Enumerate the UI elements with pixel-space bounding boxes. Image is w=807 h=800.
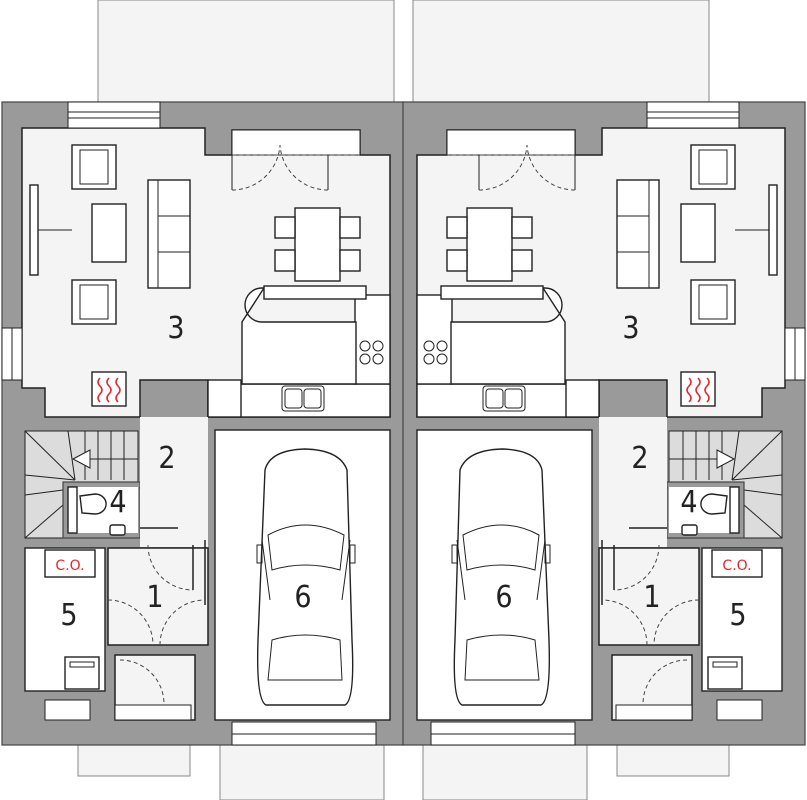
sofa-icon bbox=[616, 179, 660, 289]
unit-right: 3 2 4 1 5 6 C.O. bbox=[402, 0, 806, 800]
room-number-living: 3 bbox=[167, 311, 184, 346]
driveway bbox=[219, 741, 385, 800]
terrace-door bbox=[231, 129, 361, 156]
tv-icon bbox=[29, 184, 39, 276]
room-number-garage: 6 bbox=[294, 580, 311, 615]
kitchen-island bbox=[450, 287, 566, 385]
room-number-garage: 6 bbox=[495, 580, 512, 615]
hob-icon bbox=[359, 340, 384, 365]
window-boiler bbox=[44, 699, 91, 721]
armchair-icon bbox=[690, 144, 736, 190]
entrance-door bbox=[114, 704, 192, 721]
radiator-icon bbox=[680, 371, 716, 407]
room-number-hall: 2 bbox=[158, 441, 175, 476]
toilet-icon bbox=[700, 493, 728, 515]
stair-arrow-icon bbox=[716, 449, 736, 469]
sofa-icon bbox=[147, 179, 191, 289]
hob-icon bbox=[423, 340, 448, 365]
room-number-wc: 4 bbox=[680, 485, 697, 520]
bar-counter bbox=[440, 285, 544, 300]
entry-hall-floor bbox=[598, 547, 700, 646]
boiler-label: C.O. bbox=[722, 558, 751, 574]
armchair-icon bbox=[71, 279, 117, 325]
room-number-boiler: 5 bbox=[729, 598, 746, 633]
room-number-wc: 4 bbox=[109, 485, 126, 520]
dining-table-icon bbox=[294, 207, 341, 282]
co-label-box bbox=[711, 549, 763, 578]
window-boiler bbox=[716, 699, 763, 721]
room-number-entry: 1 bbox=[643, 580, 660, 615]
toilet-icon bbox=[79, 493, 107, 515]
window-top bbox=[646, 101, 740, 129]
window-top bbox=[67, 101, 161, 129]
coffee-table bbox=[91, 203, 127, 263]
dining-table-icon bbox=[466, 207, 513, 282]
terrace-door bbox=[446, 129, 576, 156]
driveway bbox=[422, 741, 588, 800]
room-number-living: 3 bbox=[622, 311, 639, 346]
wc-sink-icon bbox=[681, 524, 698, 536]
coffee-table bbox=[680, 203, 716, 263]
entrance-door bbox=[615, 704, 693, 721]
unit-left: 3 2 4 1 5 6 C.O. bbox=[1, 0, 405, 800]
sink-icon bbox=[281, 385, 325, 412]
sink-icon bbox=[482, 385, 526, 412]
stair-arrow-icon bbox=[71, 449, 91, 469]
tv-icon bbox=[768, 184, 778, 276]
car-icon bbox=[256, 448, 356, 706]
room-number-boiler: 5 bbox=[60, 598, 77, 633]
entry-hall-floor bbox=[107, 547, 209, 646]
boiler-label: C.O. bbox=[55, 558, 84, 574]
room-number-entry: 1 bbox=[146, 580, 163, 615]
car-icon bbox=[451, 448, 551, 706]
armchair-icon bbox=[71, 144, 117, 190]
kitchen-island bbox=[241, 287, 357, 385]
armchair-icon bbox=[690, 279, 736, 325]
room-number-hall: 2 bbox=[631, 441, 648, 476]
bar-counter bbox=[263, 285, 367, 300]
co-label-box bbox=[44, 549, 96, 578]
wc-sink-icon bbox=[109, 524, 126, 536]
